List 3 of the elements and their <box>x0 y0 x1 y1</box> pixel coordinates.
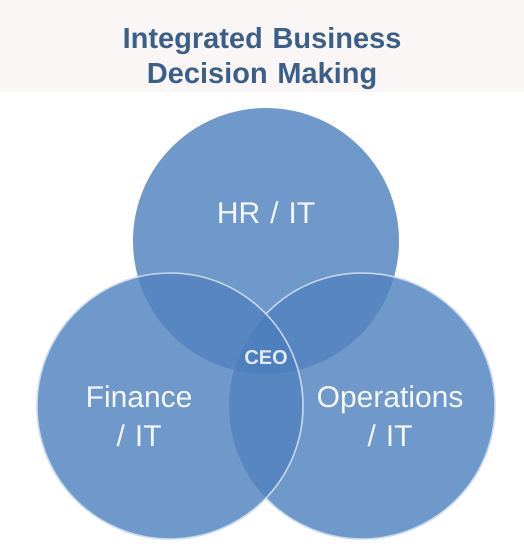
node-label: Finance / IT <box>88 385 192 446</box>
center-region: CEO <box>234 315 298 374</box>
title: Integrated Business Decision Making <box>124 26 400 90</box>
